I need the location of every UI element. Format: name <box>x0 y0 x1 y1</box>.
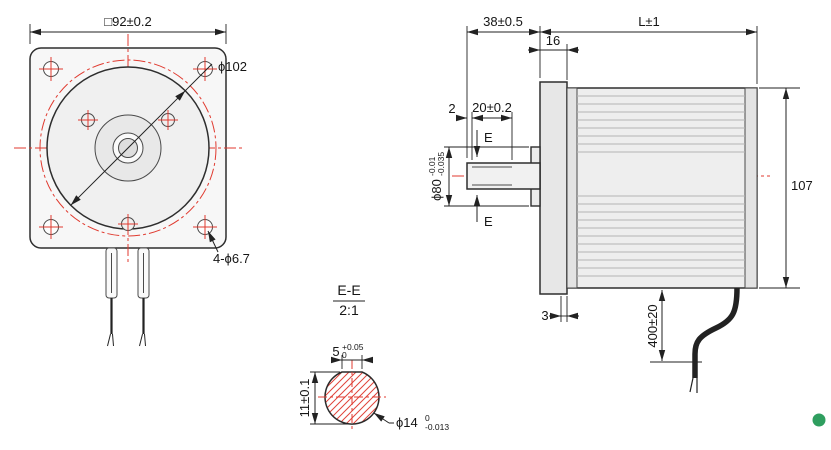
dim-total-length: L±1 <box>540 14 758 84</box>
dim-mounting-holes: 4-ϕ6.7 <box>207 230 250 266</box>
section-view: E-E 2:1 5 +0.05 0 11±0.1 <box>297 282 449 432</box>
mounting-holes <box>39 57 217 239</box>
section-scale: 2:1 <box>339 302 359 318</box>
cable-fray <box>689 377 698 393</box>
dim-flat-length-label: 20±0.2 <box>472 100 512 115</box>
dim-flat-width-tol-upper: +0.05 <box>342 342 364 352</box>
dim-step: 3 <box>541 296 579 323</box>
dim-shaft-diameter-label: ϕ14 <box>396 415 418 430</box>
dim-flange-thickness: 16 <box>528 33 579 80</box>
logo-dot <box>812 413 826 427</box>
dim-pilot-tol-lower: -0.035 <box>436 152 446 176</box>
front-view: □92±0.2 ϕ102 4-ϕ6.7 <box>14 14 250 347</box>
body-fins <box>577 95 745 277</box>
cable <box>689 287 740 393</box>
dim-body-diameter: ϕ102 <box>70 59 247 206</box>
dim-across-flats-label: 11±0.1 <box>297 379 312 418</box>
motor-body <box>566 87 758 289</box>
lead-connectors <box>105 247 150 347</box>
dim-flange-width: □92±0.2 <box>29 14 227 44</box>
dim-pilot-diameter: ϕ80 -0.01 -0.035 <box>427 146 529 207</box>
shaft-flat-lines <box>472 166 512 186</box>
wire-fray <box>107 333 146 347</box>
dim-body-label: ϕ102 <box>218 59 247 74</box>
dim-body-height: 107 <box>759 87 813 289</box>
dim-shaft-length-label: 38±0.5 <box>483 14 523 29</box>
dim-shaft-tol-lower: -0.013 <box>425 422 449 432</box>
dim-shaft-tol-upper: 0 <box>425 413 430 423</box>
dim-shaft-diameter: ϕ14 0 -0.013 <box>373 412 449 432</box>
dim-pilot-tol-upper: -0.01 <box>427 156 437 176</box>
section-mark-top: E <box>484 130 493 145</box>
dim-step-label: 3 <box>541 308 548 323</box>
hole-center-marks <box>39 57 217 239</box>
dim-flat-width-label: 5 <box>332 344 339 359</box>
dim-holes-label: 4-ϕ6.7 <box>213 251 250 266</box>
dim-pilot-label: ϕ80 <box>429 179 444 201</box>
dim-across-flats: 11±0.1 <box>297 371 348 425</box>
dim-flange-thickness-label: 16 <box>546 33 560 48</box>
section-mark-bottom: E <box>484 214 493 229</box>
dim-flat-width: 5 +0.05 0 <box>331 342 373 369</box>
dim-cable-length: 400±20 <box>645 290 702 363</box>
section-title: E-E <box>337 282 360 298</box>
dim-total-length-label: L±1 <box>638 14 660 29</box>
flange-plate <box>539 81 568 295</box>
section-cut-marks: E E <box>473 130 493 229</box>
dim-flange-label: □92±0.2 <box>104 14 152 29</box>
dim-flat-width-tol-lower: 0 <box>342 350 347 360</box>
rear-cap <box>744 87 758 289</box>
dim-flat-offset-label: 2 <box>448 101 455 116</box>
front-cap <box>566 87 578 289</box>
dim-cable-length-label: 400±20 <box>645 304 660 347</box>
dim-shaft-flat: 2 20±0.2 <box>448 100 513 160</box>
dim-shaft-length: 38±0.5 <box>466 14 541 158</box>
dim-body-height-label: 107 <box>791 178 813 193</box>
side-view: 38±0.5 L±1 16 2 20±0.2 E <box>427 14 813 393</box>
